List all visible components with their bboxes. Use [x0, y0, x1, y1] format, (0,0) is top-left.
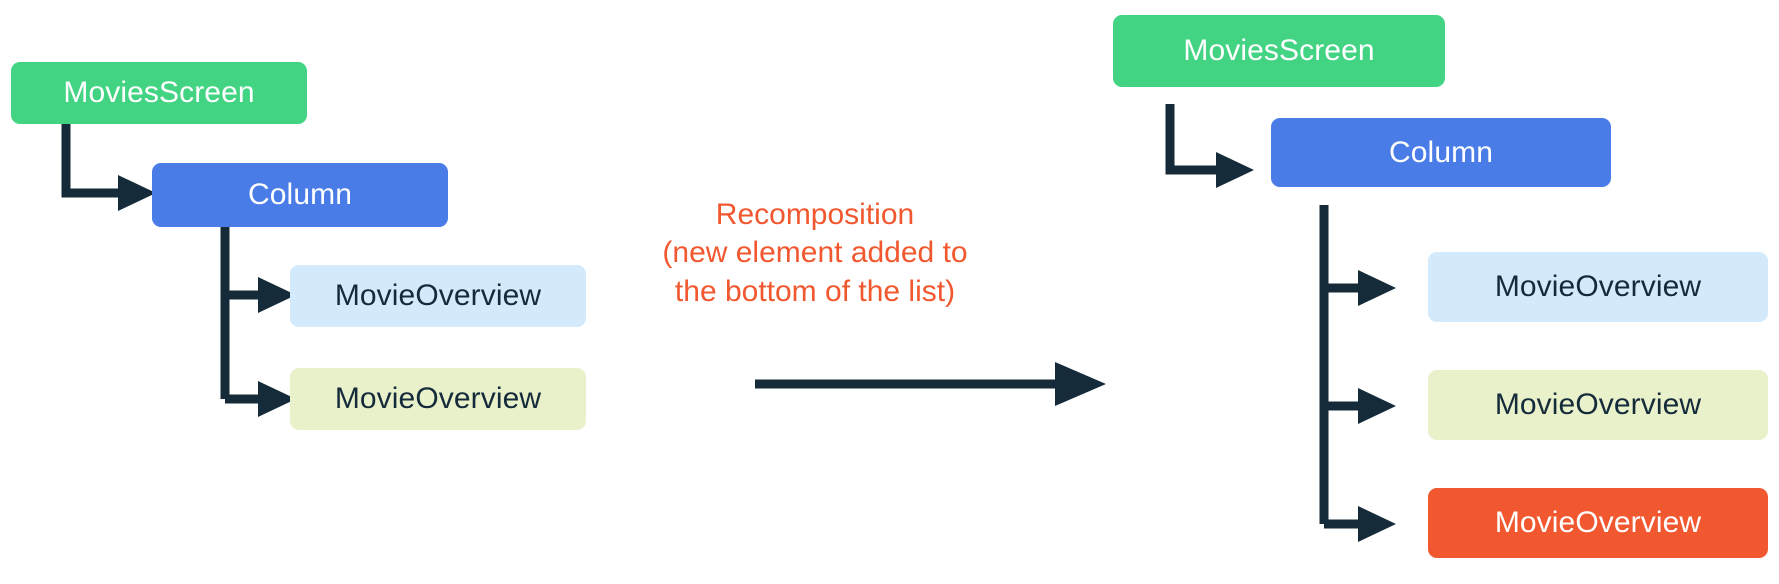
before-node-movie-overview-2-label: MovieOverview [334, 382, 542, 415]
recomposition-caption-line-3: the bottom of the list) [674, 274, 956, 308]
before-node-movie-overview-1[interactable]: MovieOverview [290, 265, 586, 327]
recomposition-caption: Recomposition (new element added to the … [610, 196, 1020, 311]
before-node-movie-overview-1-label: MovieOverview [334, 279, 542, 312]
after-node-movie-overview-3-label: MovieOverview [1494, 506, 1702, 539]
after-node-movie-overview-3[interactable]: MovieOverview [1428, 488, 1768, 558]
after-node-movie-overview-1[interactable]: MovieOverview [1428, 252, 1768, 322]
after-node-movie-overview-2[interactable]: MovieOverview [1428, 370, 1768, 440]
recomposition-caption-line-1: Recomposition [715, 198, 915, 231]
before-node-column[interactable]: Column [152, 163, 448, 227]
before-node-movies-screen[interactable]: MoviesScreen [11, 62, 307, 124]
after-node-movie-overview-1-label: MovieOverview [1494, 270, 1702, 303]
after-node-movies-screen-label: MoviesScreen [1183, 34, 1375, 67]
before-node-movie-overview-2[interactable]: MovieOverview [290, 368, 586, 430]
after-node-column-label: Column [1389, 135, 1493, 169]
recomposition-caption-line-2: (new element added to [662, 236, 968, 270]
before-node-column-label: Column [248, 178, 352, 211]
before-node-movies-screen-label: MoviesScreen [63, 76, 255, 109]
after-node-column[interactable]: Column [1271, 118, 1611, 187]
after-node-movies-screen[interactable]: MoviesScreen [1113, 15, 1445, 87]
after-node-movie-overview-2-label: MovieOverview [1494, 388, 1702, 421]
